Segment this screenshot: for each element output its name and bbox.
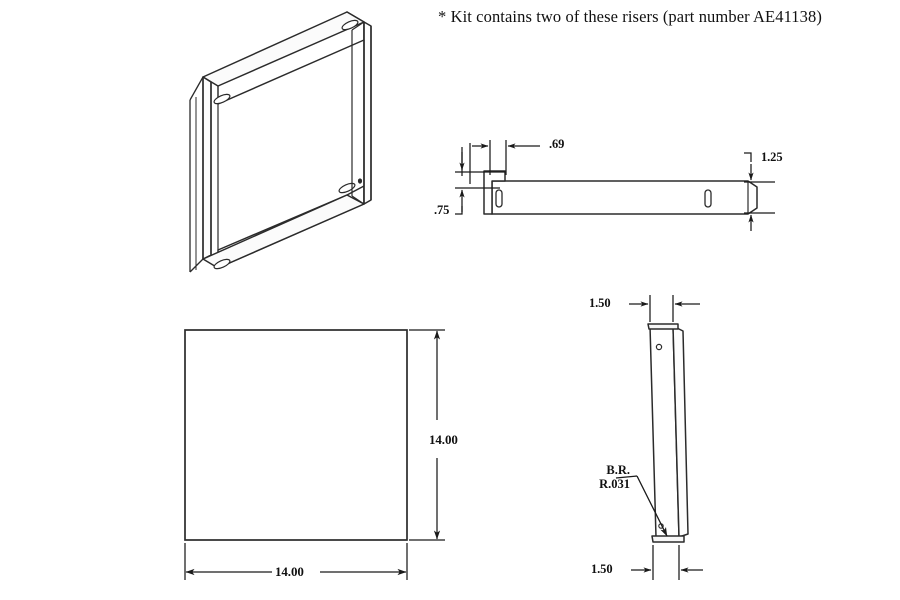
dimension-elevation-top xyxy=(629,295,700,322)
dimension-elevation-bottom xyxy=(631,545,703,580)
dimension-125 xyxy=(744,152,775,231)
dimension-front-height xyxy=(409,329,445,541)
front-square-view xyxy=(184,329,408,541)
side-profile-view xyxy=(483,170,758,215)
bend-radius-line-1: B.R. xyxy=(606,463,630,477)
dimension-075 xyxy=(455,147,505,215)
bend-radius-callout: B.R. R.031 xyxy=(578,463,630,491)
dimension-label-elevation-top: 1.50 xyxy=(589,296,611,310)
dimension-label-125: 1.25 xyxy=(761,150,783,164)
isometric-riser-frame xyxy=(189,11,372,273)
kit-note: * Kit contains two of these risers (part… xyxy=(438,7,822,26)
dimension-label-elevation-bottom: 1.50 xyxy=(591,562,613,576)
dimension-label-069: .69 xyxy=(549,137,565,151)
dimension-label-front-width: 14.00 xyxy=(275,564,304,579)
dimension-label-front-height: 14.00 xyxy=(429,432,458,447)
right-elevation-view xyxy=(647,323,689,543)
dimension-label-075: .75 xyxy=(434,203,450,217)
bend-radius-line-2: R.031 xyxy=(599,477,630,491)
bend-radius-leader xyxy=(615,475,668,537)
dimension-069 xyxy=(469,140,540,184)
dimension-front-width xyxy=(184,543,408,580)
